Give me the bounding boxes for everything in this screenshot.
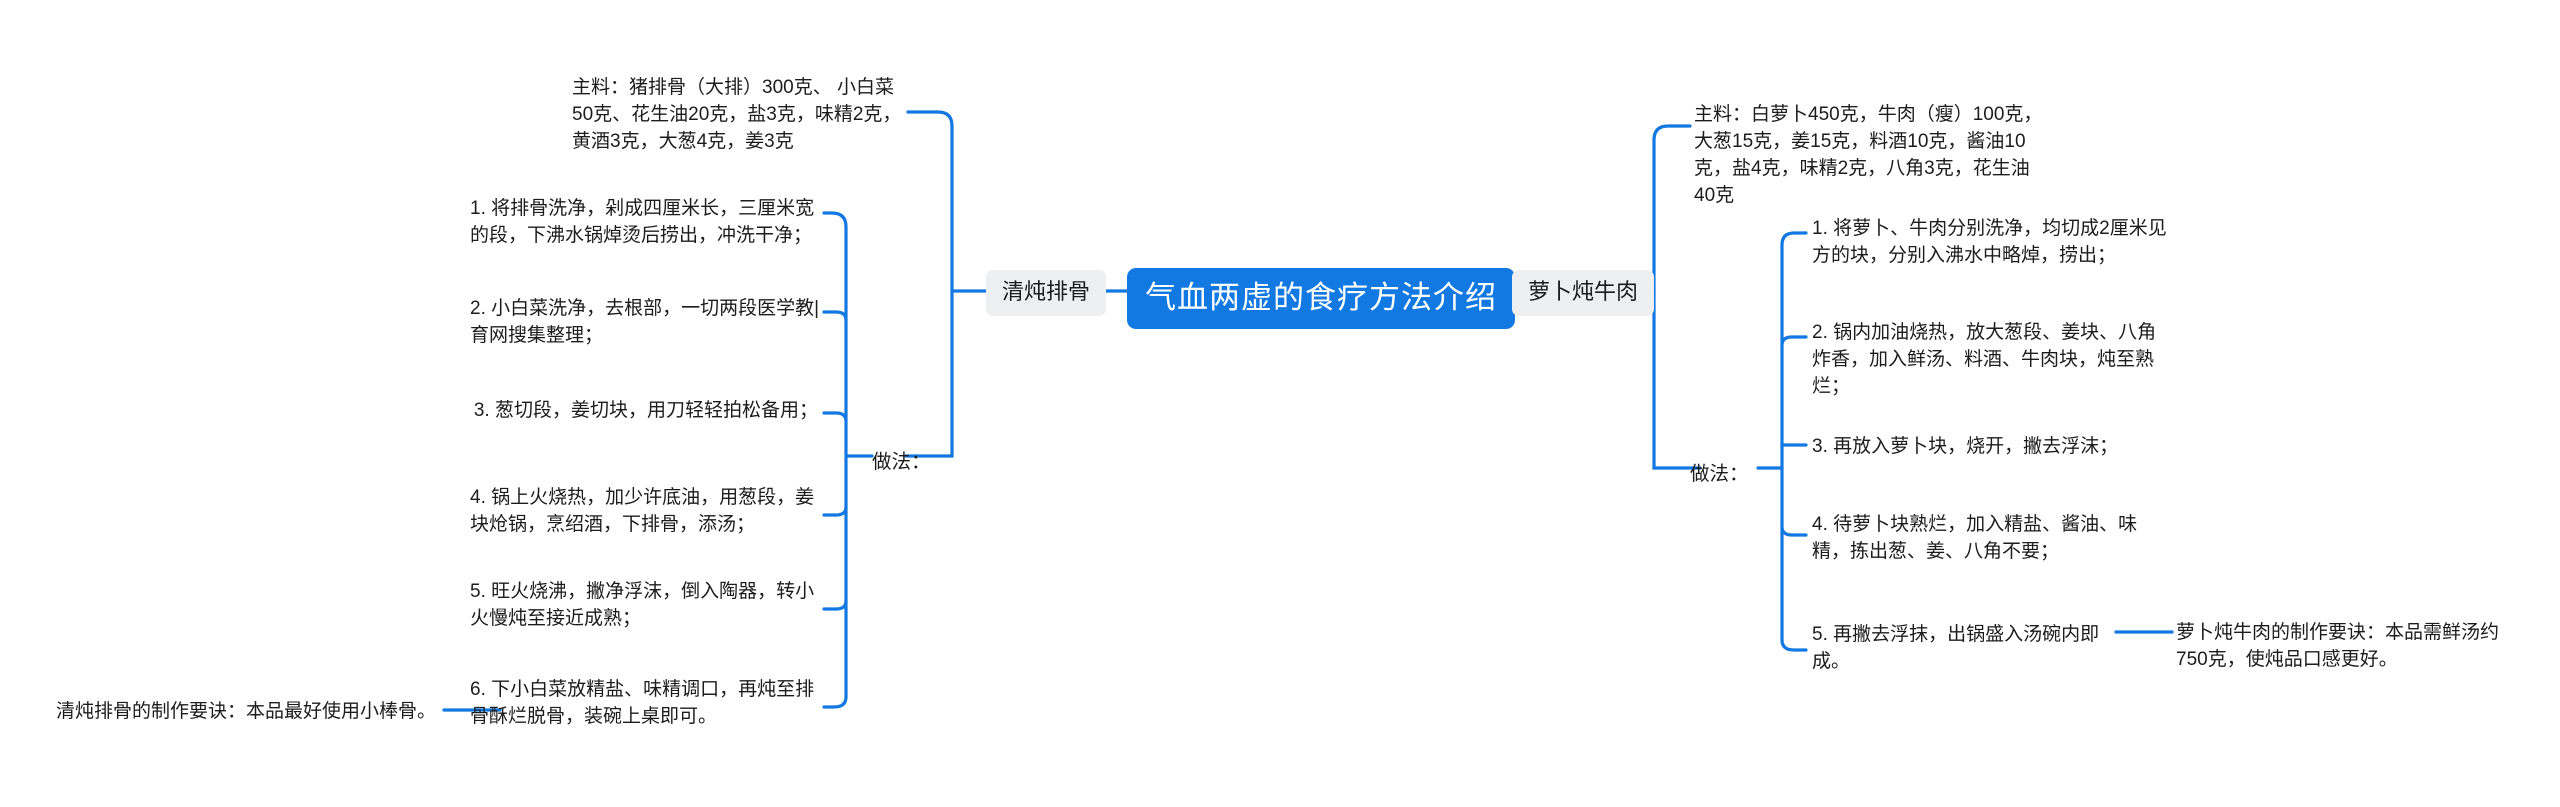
- left-method-label[interactable]: 做法：: [872, 445, 931, 474]
- left-step-text-4: 4. 锅上火烧热，加少许底油，用葱段，姜块炝锅，烹绍酒，下排骨，添汤；: [470, 487, 815, 535]
- left-tip-node[interactable]: 清炖排骨的制作要诀：本品最好使用小棒骨。: [44, 699, 436, 726]
- link-left-step-6: [822, 695, 848, 709]
- left-step-node-6[interactable]: 6. 下小白菜放精盐、味精调口，再炖至排骨酥烂脱骨，装碗上桌即可。: [470, 677, 825, 731]
- left-step-node-2[interactable]: 2. 小白菜洗净，去根部，一切两段医学教|育网搜集整理；: [470, 296, 825, 350]
- left-step-node-5[interactable]: 5. 旺火烧沸，撇净浮沫，倒入陶器，转小火慢炖至接近成熟；: [470, 579, 825, 633]
- root-node[interactable]: 气血两虚的食疗方法介绍: [1127, 268, 1515, 330]
- branch-node-label: 清炖排骨: [1002, 279, 1091, 304]
- left-step-node-3[interactable]: 3. 葱切段，姜切块，用刀轻轻拍松备用；: [470, 398, 818, 425]
- link-right-step-1: [1780, 231, 1808, 247]
- right-tip-node[interactable]: 萝卜炖牛肉的制作要诀：本品需鲜汤约750克，使炖品口感更好。: [2176, 620, 2516, 674]
- right-step-node-3[interactable]: 3. 再放入萝卜块，烧开，撇去浮沫；: [1812, 434, 2172, 461]
- right-step-text-4: 4. 待萝卜块熟烂，加入精盐、酱油、味精，拣出葱、姜、八角不要；: [1812, 514, 2138, 562]
- left-ingredients-node[interactable]: 主料：猪排骨（大排）300克、 小白菜50克、花生油20克，盐3克，味精2克，黄…: [572, 75, 912, 156]
- root-node-label: 气血两虚的食疗方法介绍: [1145, 280, 1497, 315]
- left-method-label-text: 做法：: [872, 451, 931, 473]
- link-left-ingredients: [906, 110, 954, 128]
- left-step-text-2: 2. 小白菜洗净，去根部，一切两段医学教|育网搜集整理；: [470, 298, 820, 346]
- right-step-text-1: 1. 将萝卜、牛肉分别洗净，均切成2厘米见方的块，分别入沸水中略焯，捞出；: [1812, 218, 2167, 266]
- link-left-step-4: [822, 505, 848, 517]
- right-ingredients-text: 主料：白萝卜450克，牛肉（瘦）100克，大葱15克，姜15克，料酒10克，酱油…: [1694, 104, 2043, 206]
- link-left-step-3: [822, 411, 848, 423]
- right-step-node-5[interactable]: 5. 再撇去浮抹，出锅盛入汤碗内即成。: [1812, 622, 2122, 676]
- branch-node-luobo-dun-niurou[interactable]: 萝卜炖牛肉: [1512, 270, 1655, 317]
- link-right-step-2: [1780, 335, 1808, 347]
- right-step-node-4[interactable]: 4. 待萝卜块熟烂，加入精盐、酱油、味精，拣出葱、姜、八角不要；: [1812, 512, 2172, 566]
- link-right-step-4: [1780, 525, 1808, 537]
- right-step-text-5: 5. 再撇去浮抹，出锅盛入汤碗内即成。: [1812, 624, 2100, 672]
- left-tip-text: 清炖排骨的制作要诀：本品最好使用小棒骨。: [55, 701, 436, 722]
- right-ingredients-node[interactable]: 主料：白萝卜450克，牛肉（瘦）100克，大葱15克，姜15克，料酒10克，酱油…: [1694, 102, 2044, 210]
- right-step-node-2[interactable]: 2. 锅内加油烧热，放大葱段、姜块、八角炸香，加入鲜汤、料酒、牛肉块，炖至熟烂；: [1812, 320, 2172, 401]
- right-step-text-2: 2. 锅内加油烧热，放大葱段、姜块、八角炸香，加入鲜汤、料酒、牛肉块，炖至熟烂；: [1812, 322, 2157, 397]
- right-method-label-text: 做法：: [1690, 463, 1749, 485]
- branch-node-qingdun-paigu[interactable]: 清炖排骨: [986, 270, 1107, 317]
- left-step-text-3: 3. 葱切段，姜切块，用刀轻轻拍松备用；: [473, 400, 818, 421]
- left-step-text-1: 1. 将排骨洗净，剁成四厘米长，三厘米宽的段，下沸水锅焯烫后捞出，冲洗干净；: [470, 198, 815, 246]
- link-left-step-2: [822, 310, 848, 322]
- left-ingredients-text: 主料：猪排骨（大排）300克、 小白菜50克、花生油20克，盐3克，味精2克，黄…: [572, 77, 902, 152]
- left-step-text-5: 5. 旺火烧沸，撇净浮沫，倒入陶器，转小火慢炖至接近成熟；: [470, 581, 815, 629]
- right-tip-text: 萝卜炖牛肉的制作要诀：本品需鲜汤约750克，使炖品口感更好。: [2176, 622, 2500, 670]
- left-step-node-4[interactable]: 4. 锅上火烧热，加少许底油，用葱段，姜块炝锅，烹绍酒，下排骨，添汤；: [470, 485, 825, 539]
- right-step-text-3: 3. 再放入萝卜块，烧开，撇去浮沫；: [1812, 436, 2119, 457]
- left-step-text-6: 6. 下小白菜放精盐、味精调口，再炖至排骨酥烂脱骨，装碗上桌即可。: [470, 679, 815, 727]
- link-left-step-1: [822, 211, 848, 229]
- right-step-node-1[interactable]: 1. 将萝卜、牛肉分别洗净，均切成2厘米见方的块，分别入沸水中略焯，捞出；: [1812, 216, 2172, 270]
- left-step-node-1[interactable]: 1. 将排骨洗净，剁成四厘米长，三厘米宽的段，下沸水锅焯烫后捞出，冲洗干净；: [470, 196, 825, 250]
- right-method-label[interactable]: 做法：: [1690, 457, 1749, 486]
- link-right-step-5: [1780, 638, 1808, 652]
- link-left-step-5: [822, 599, 848, 611]
- branch-node-label: 萝卜炖牛肉: [1528, 279, 1639, 304]
- link-right-ingredients: [1652, 124, 1692, 142]
